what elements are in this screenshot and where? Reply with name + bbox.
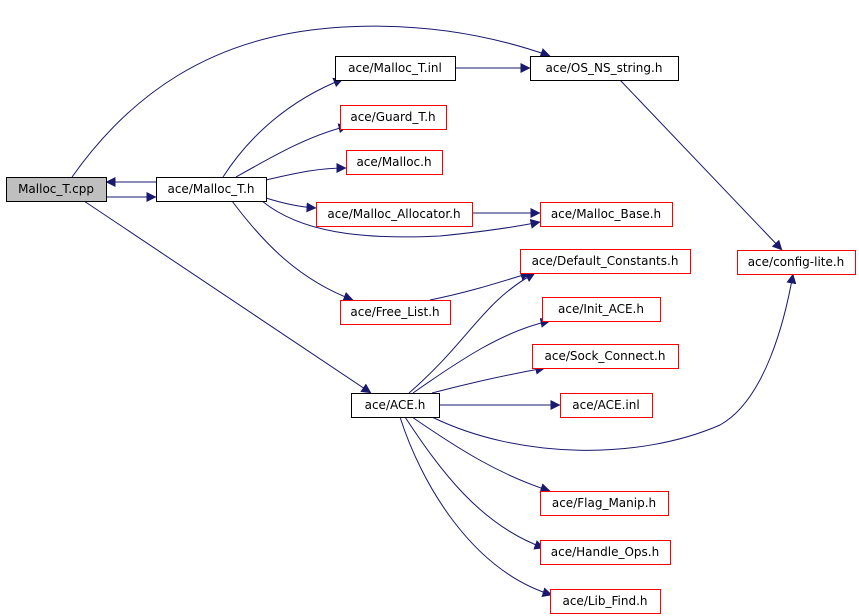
edge-malloc_t_h-to-malloc_allocator_h	[265, 197, 317, 213]
node-free_list_h[interactable]: ace/Free_List.h	[340, 300, 451, 325]
node-label: ace/Init_ACE.h	[558, 302, 644, 316]
node-box	[737, 250, 856, 275]
node-label: ace/Sock_Connect.h	[545, 349, 666, 363]
node-init_ace_h[interactable]: ace/Init_ACE.h	[542, 297, 661, 322]
node-label: ace/Malloc_Allocator.h	[327, 207, 460, 221]
node-box	[542, 297, 661, 322]
edge-malloc_t_cpp-to-ace_h	[83, 200, 372, 394]
node-malloc_t_cpp[interactable]: Malloc_T.cpp	[6, 177, 107, 202]
edge-malloc_t_h-to-malloc_base_h	[261, 200, 541, 238]
node-box	[335, 56, 456, 81]
node-box	[6, 177, 107, 202]
node-sock_connect_h[interactable]: ace/Sock_Connect.h	[532, 344, 679, 369]
edge-malloc_t_h-to-malloc_t_inl	[222, 77, 344, 178]
edge-ace_h-to-lib_find_h	[399, 416, 553, 598]
node-label: ace/Lib_Find.h	[562, 594, 647, 608]
node-label: ace/Free_List.h	[350, 305, 439, 319]
node-malloc_t_inl[interactable]: ace/Malloc_T.inl	[335, 56, 456, 81]
edge-ace_h-to-default_constants_h	[408, 272, 536, 394]
node-label: ace/Malloc.h	[356, 155, 431, 169]
node-label: ace/Malloc_T.h	[167, 182, 254, 196]
edge-os_ns_string_h-to-config_lite_h	[619, 79, 783, 251]
node-box	[520, 249, 691, 274]
node-label: ace/ACE.h	[365, 398, 426, 412]
edge-malloc_t_h-to-malloc_h	[265, 163, 347, 181]
node-malloc_t_h[interactable]: ace/Malloc_T.h	[156, 177, 267, 202]
node-label: ace/Malloc_Base.h	[551, 207, 661, 221]
edge-ace_h-to-flag_manip_h	[411, 416, 551, 493]
edge-malloc_t_h-to-guard_t_h	[235, 123, 349, 178]
node-box	[316, 202, 473, 227]
node-label: ace/config-lite.h	[748, 255, 845, 269]
node-box	[530, 56, 679, 81]
node-box	[156, 177, 267, 202]
edges-layer	[71, 25, 797, 598]
node-ace_h[interactable]: ace/ACE.h	[351, 393, 440, 418]
node-malloc_base_h[interactable]: ace/Malloc_Base.h	[540, 202, 673, 227]
edge-ace_h-to-init_ace_h	[412, 317, 551, 394]
node-os_ns_string_h[interactable]: ace/OS_NS_string.h	[530, 56, 679, 81]
node-handle_ops_h[interactable]: ace/Handle_Ops.h	[540, 540, 671, 565]
node-box	[340, 300, 451, 325]
node-box	[346, 150, 443, 175]
node-malloc_allocator_h[interactable]: ace/Malloc_Allocator.h	[316, 202, 473, 227]
node-default_constants_h[interactable]: ace/Default_Constants.h	[520, 249, 691, 274]
node-label: ace/Guard_T.h	[350, 110, 435, 124]
node-label: Malloc_T.cpp	[18, 182, 94, 196]
edge-malloc_t_cpp-to-os_ns_string_h	[71, 25, 551, 178]
node-label: ace/Handle_Ops.h	[551, 545, 659, 559]
node-guard_t_h[interactable]: ace/Guard_T.h	[340, 105, 447, 130]
edge-free_list_h-to-default_constants_h	[429, 270, 531, 301]
node-lib_find_h[interactable]: ace/Lib_Find.h	[550, 589, 661, 614]
node-ace_inl[interactable]: ace/ACE.inl	[560, 393, 653, 418]
node-label: ace/Flag_Manip.h	[552, 496, 656, 510]
node-config_lite_h[interactable]: ace/config-lite.h	[737, 250, 856, 275]
edge-ace_h-to-config_lite_h	[431, 273, 797, 451]
node-label: ace/Default_Constants.h	[532, 254, 679, 268]
node-box	[550, 589, 661, 614]
node-label: ace/Malloc_T.inl	[348, 61, 442, 75]
node-box	[351, 393, 440, 418]
node-box	[532, 344, 679, 369]
node-box	[540, 540, 671, 565]
node-box	[540, 202, 673, 227]
node-malloc_h[interactable]: ace/Malloc.h	[346, 150, 443, 175]
node-label: ace/OS_NS_string.h	[546, 61, 663, 75]
edge-ace_h-to-sock_connect_h	[431, 364, 546, 394]
node-box	[540, 491, 669, 516]
node-label: ace/ACE.inl	[572, 398, 639, 412]
node-box	[560, 393, 653, 418]
node-flag_manip_h[interactable]: ace/Flag_Manip.h	[540, 491, 669, 516]
node-box	[340, 105, 447, 130]
edge-malloc_t_h-to-free_list_h	[231, 200, 354, 302]
nodes-layer: Malloc_T.cpp ace/Malloc_T.h ace/Malloc_T.i…	[6, 56, 856, 614]
edge-ace_h-to-handle_ops_h	[404, 416, 545, 550]
